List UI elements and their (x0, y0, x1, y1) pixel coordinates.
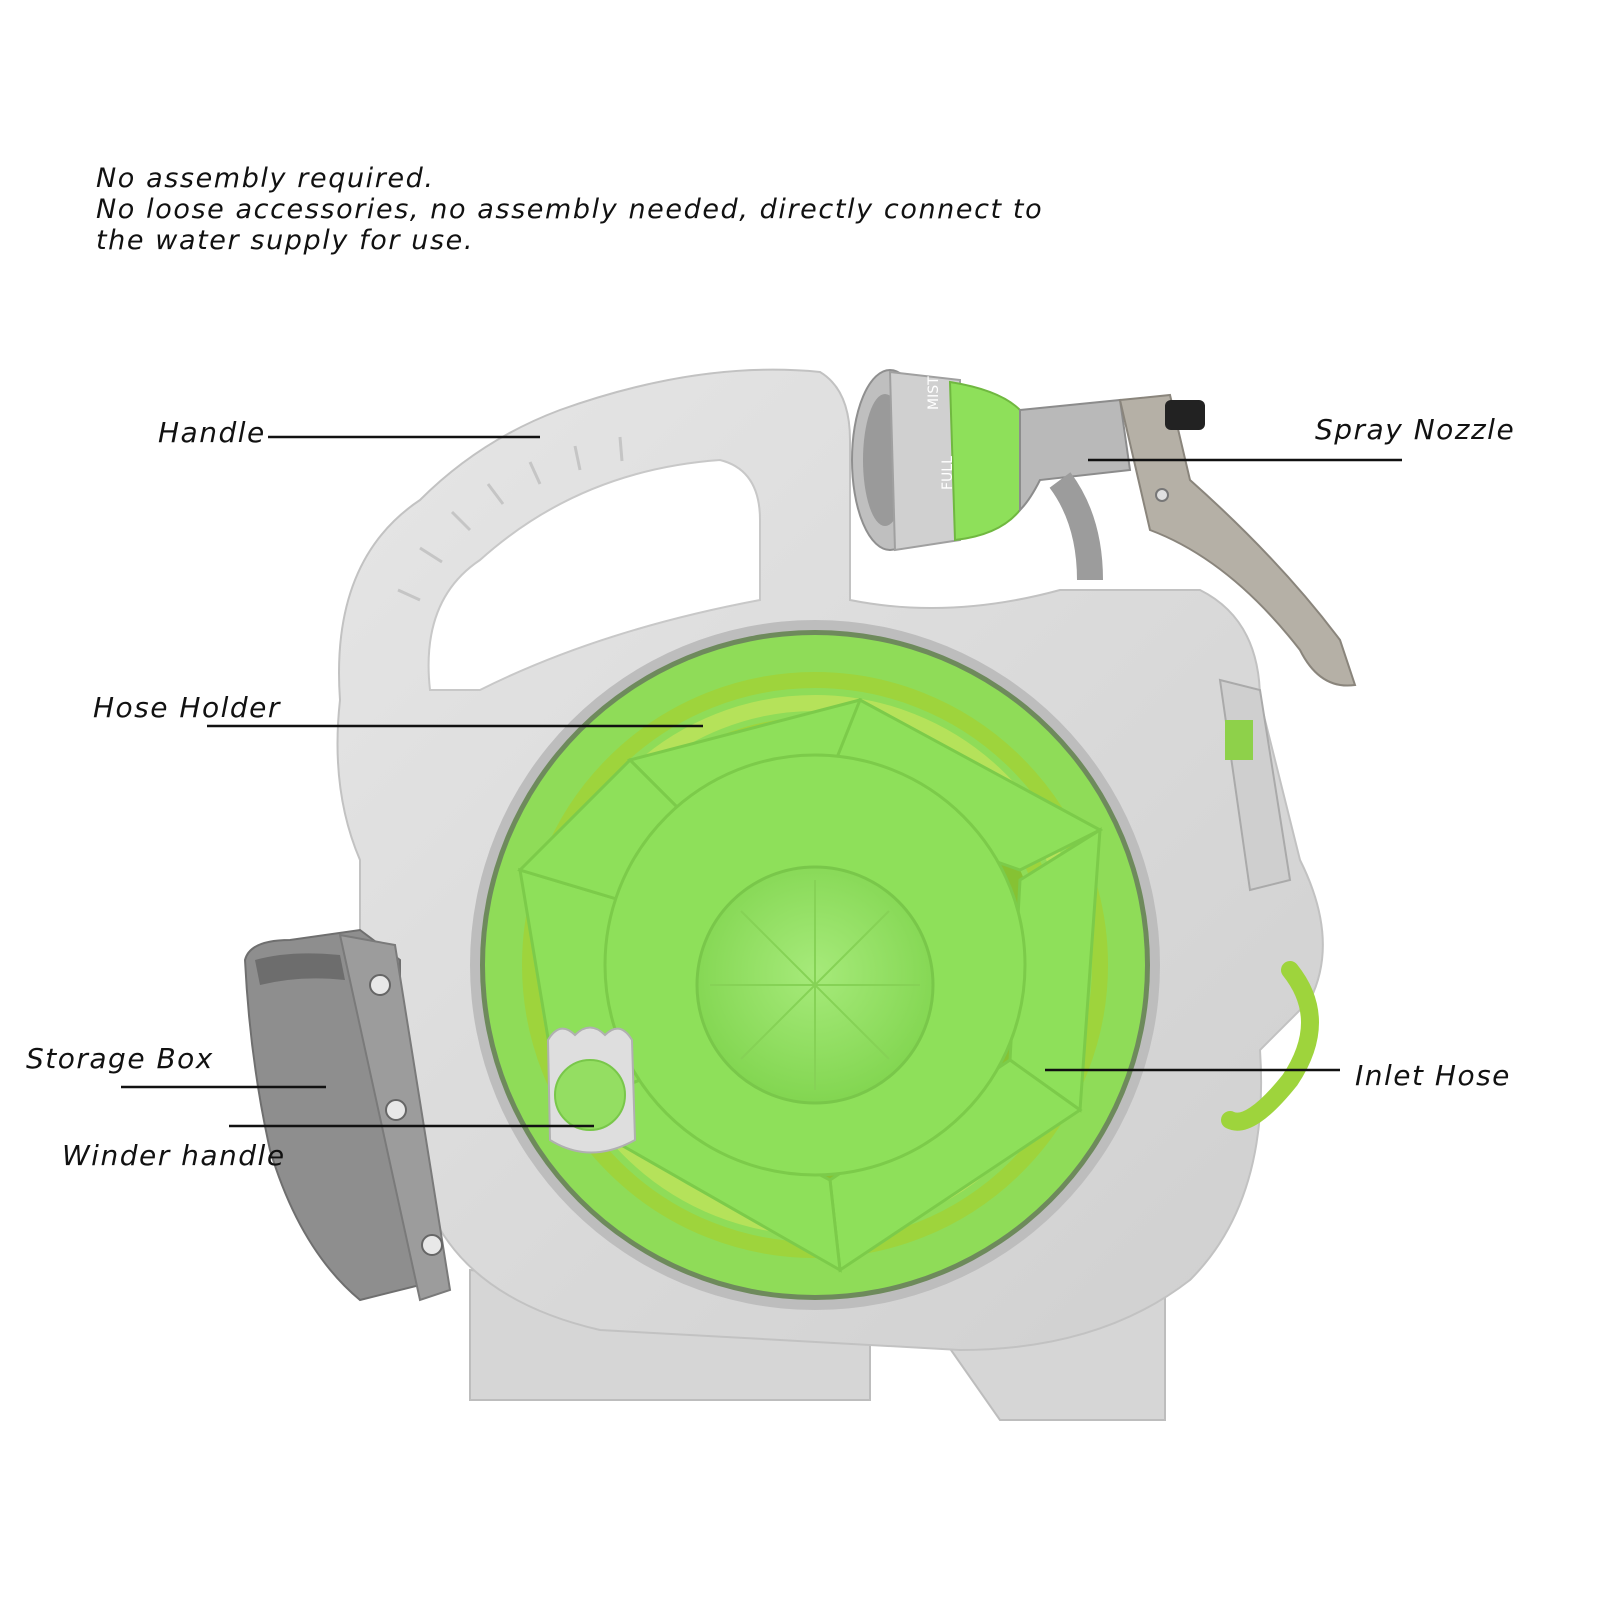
screw-2 (385, 1099, 407, 1121)
label-storage-box: Storage Box (26, 1042, 214, 1075)
label-winder-handle: Winder handle (62, 1139, 286, 1172)
handle-opening (427, 458, 761, 691)
screw-3 (421, 1234, 443, 1256)
inlet-hose-outer (1221, 961, 1319, 1131)
intro-line-3: the water supply for use. (96, 225, 475, 256)
hub-swirl (710, 880, 920, 1090)
nozzle-mark-full: FULL (940, 456, 956, 490)
intro-text: No assembly required. No loose accessori… (96, 163, 1043, 256)
spray-nozzle: MIST FULL (851, 369, 1357, 687)
label-handle: Handle (158, 416, 266, 449)
label-inlet-hose: Inlet Hose (1355, 1059, 1511, 1092)
label-hose-holder: Hose Holder (93, 691, 281, 724)
intro-line-2: No loose accessories, no assembly needed… (96, 194, 1044, 225)
nozzle-mark-mist: MIST (926, 376, 942, 410)
nozzle-trigger (1118, 393, 1357, 687)
nozzle-neck-hose (1049, 472, 1103, 581)
leader-lines (121, 435, 1402, 1128)
handle-grip-ribs (397, 436, 624, 602)
label-spray-nozzle: Spray Nozzle (1315, 413, 1516, 446)
winder-handle (546, 1026, 637, 1154)
screw-1 (369, 974, 391, 996)
intro-line-1: No assembly required. (96, 163, 435, 194)
